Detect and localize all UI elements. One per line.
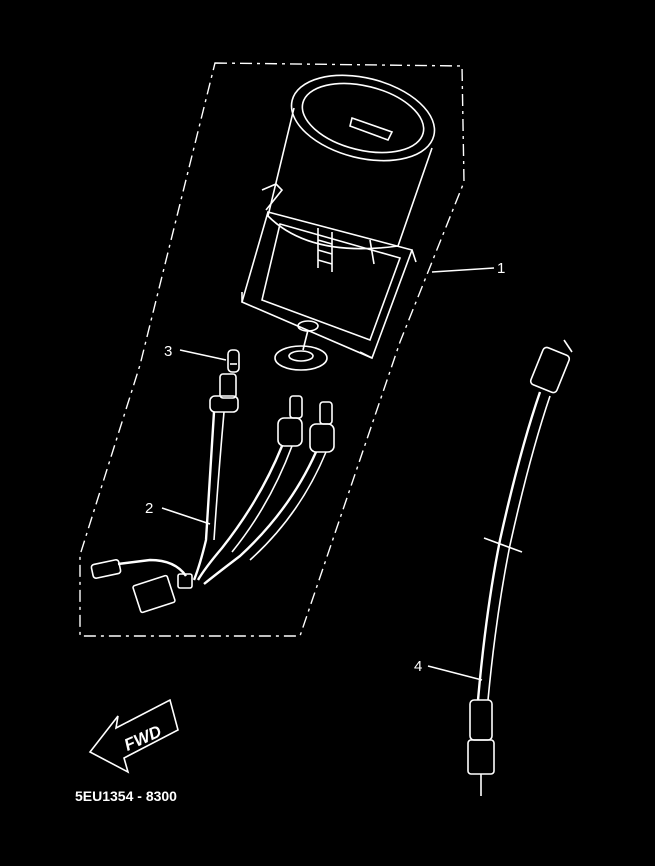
harness-connector-block — [132, 573, 193, 614]
callout-2-leader — [161, 507, 211, 525]
bulb — [227, 349, 240, 373]
meter-needle — [349, 116, 394, 141]
bulb-socket-1 — [209, 373, 239, 413]
callout-3-leader — [179, 349, 227, 361]
fwd-label: FWD — [121, 722, 164, 755]
callout-1-number: 1 — [497, 260, 505, 277]
bulb-socket-3 — [309, 401, 335, 453]
meter-body — [267, 74, 436, 272]
assembly-boundary — [79, 62, 465, 637]
callout-4-number: 4 — [414, 658, 422, 675]
callout-3-number: 3 — [164, 343, 172, 360]
grommet — [274, 329, 328, 371]
meter-cable — [467, 339, 573, 796]
harness-connector-small — [90, 559, 122, 579]
callout-2-number: 2 — [145, 500, 153, 517]
meter-bracket — [241, 183, 417, 360]
callout-1-leader — [431, 267, 495, 273]
bulb-socket-2 — [277, 395, 303, 447]
meter-unit — [241, 74, 436, 371]
fwd-arrow: FWD — [88, 698, 179, 774]
callout-4-leader — [427, 665, 483, 681]
diagram-code: 5EU1354 - 8300 — [75, 788, 177, 804]
wire-harness — [90, 349, 335, 614]
